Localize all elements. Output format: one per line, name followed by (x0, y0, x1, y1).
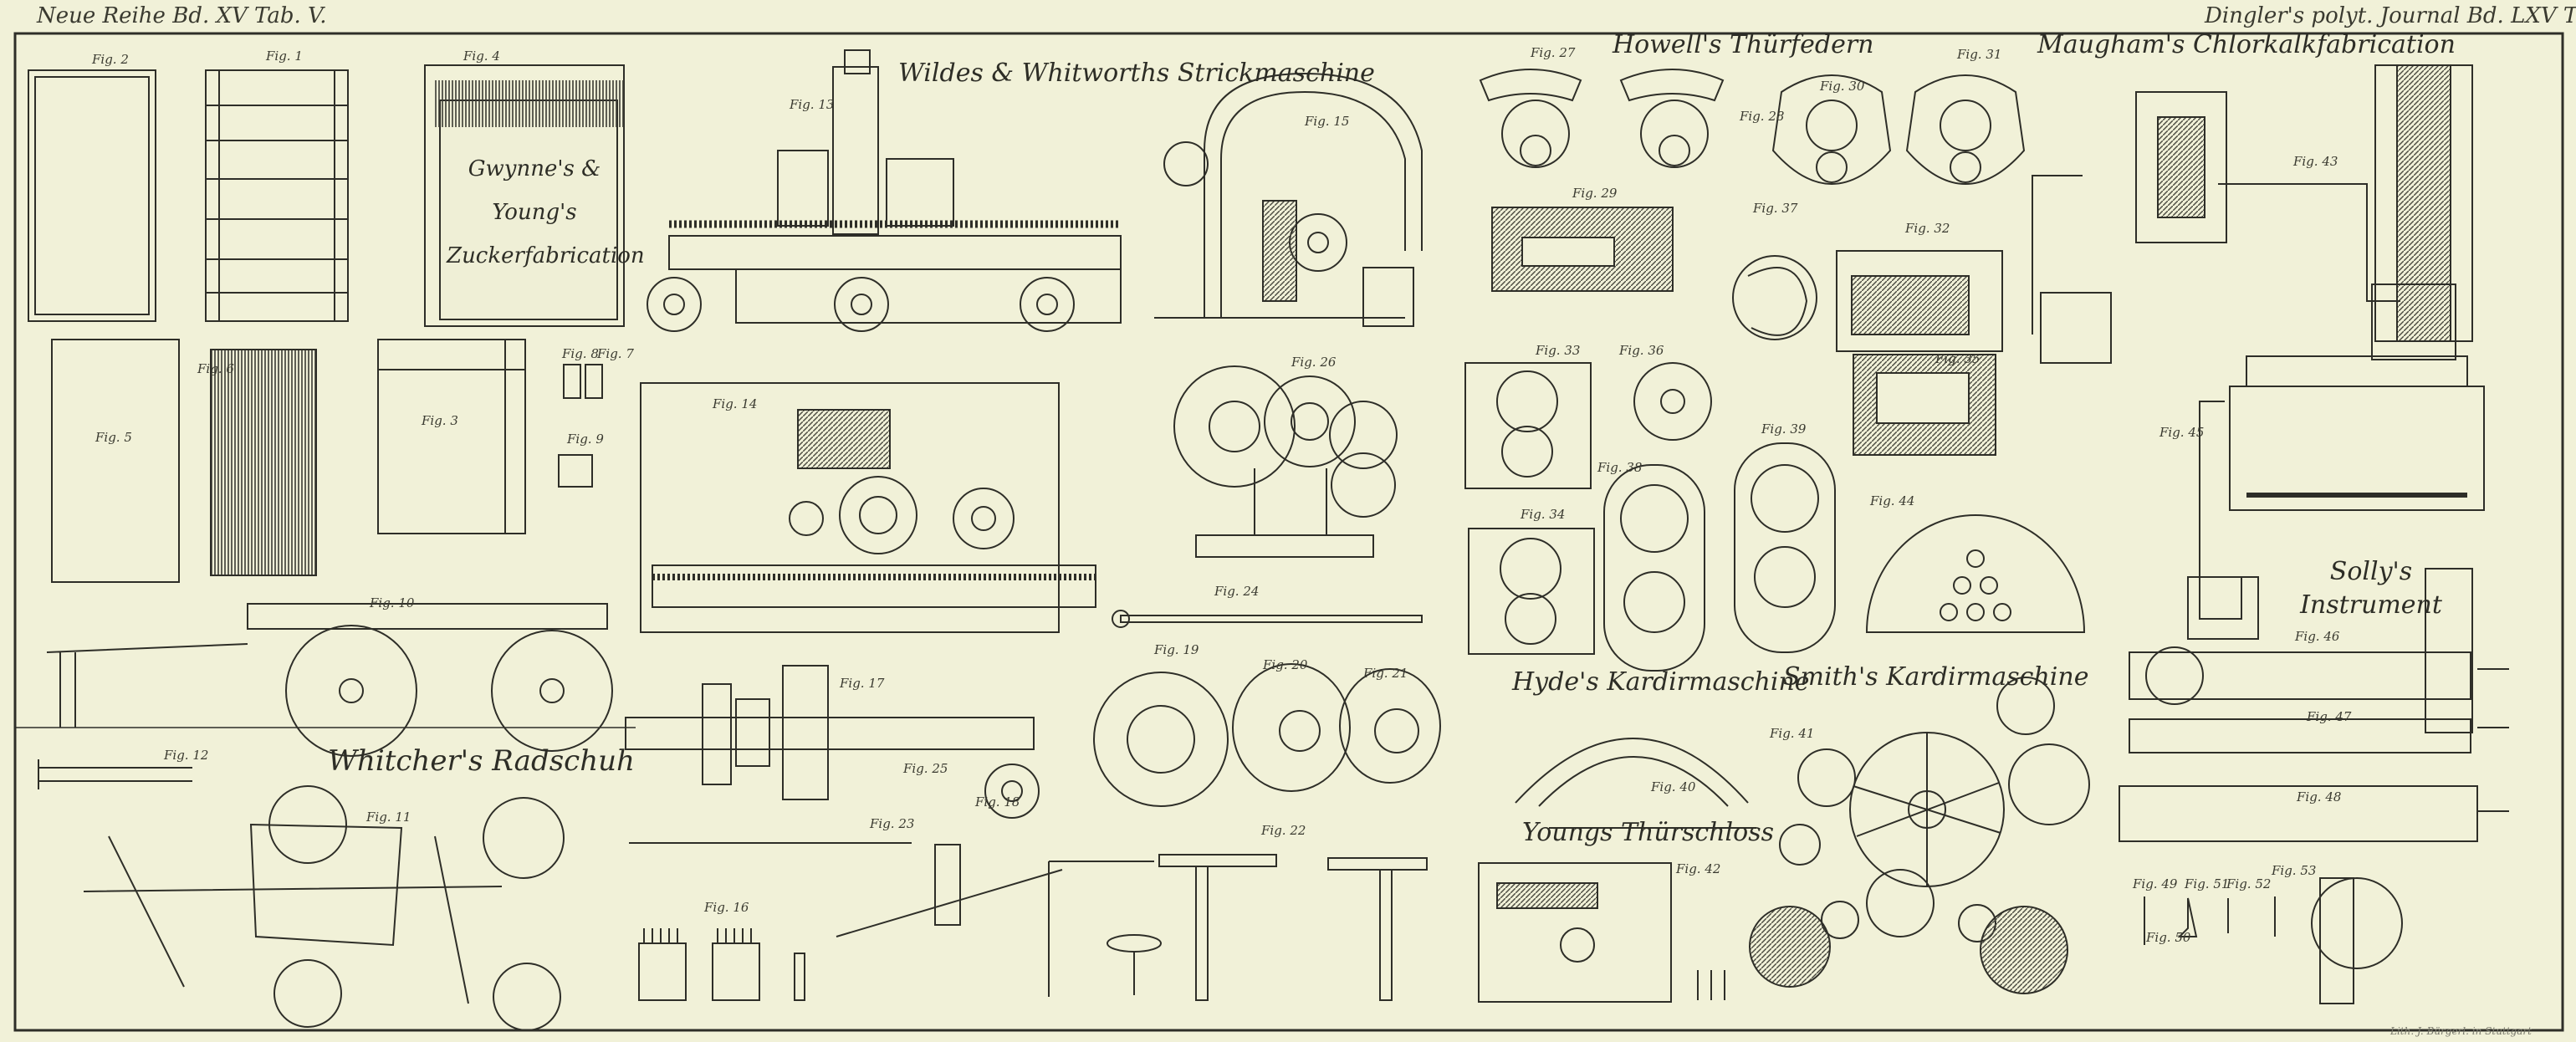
figure-label: Fig. 30 (1820, 79, 1865, 94)
figure-label: Fig. 29 (1572, 186, 1618, 201)
figure-label: Fig. 38 (1597, 460, 1643, 475)
figure-label: Fig. 33 (1536, 343, 1581, 358)
figure-label: Fig. 10 (370, 595, 415, 610)
figure-label: Fig. 26 (1291, 355, 1337, 370)
figure-label: Fig. 50 (2146, 930, 2191, 945)
figure-label: Fig. 18 (975, 794, 1020, 810)
figure-label: Fig. 4 (463, 49, 500, 64)
figure-label: Fig. 24 (1214, 584, 1260, 599)
title-howell: Howell's Thürfedern (1613, 30, 1874, 59)
figure-label: Fig. 8 (562, 346, 599, 361)
figure-label: Fig. 34 (1521, 507, 1566, 522)
figure-label: Fig. 42 (1676, 861, 1721, 876)
figure-label: Fig. 32 (1905, 221, 1950, 236)
figure-label: Fig. 11 (366, 810, 411, 825)
title-youngs: Youngs Thürschloss (1522, 818, 1774, 847)
figure-label: Fig. 3 (422, 413, 458, 428)
title-hyde: Hyde's Kardirmaschine (1512, 667, 1810, 697)
figure-label: Fig. 20 (1263, 657, 1308, 672)
figure-label: Fig. 19 (1154, 642, 1199, 657)
title-gwynne-young: Gwynne's & Young's Zuckerfabrication (447, 156, 645, 268)
plate-header-right: Dingler's polyt. Journal Bd. LXV Tab. V. (2205, 3, 2576, 28)
title-solly: Solly's Instrument (2300, 557, 2442, 620)
figure-label: Fig. 36 (1619, 343, 1664, 358)
plate-header-left: Neue Reihe Bd. XV Tab. V. (37, 3, 327, 28)
figure-label: Fig. 21 (1363, 666, 1408, 681)
figure-label: Fig. 35 (1935, 351, 1981, 366)
figure-label: Fig. 41 (1770, 726, 1815, 741)
figure-label: Fig. 46 (2295, 629, 2340, 644)
figure-label: Fig. 5 (95, 430, 132, 445)
title-whitcher: Whitcher's Radschuh (328, 744, 635, 778)
title-maugham: Maugham's Chlorkalkfabrication (2037, 30, 2456, 59)
figure-label: Fig. 49 (2133, 876, 2178, 891)
figure-label: Fig. 12 (164, 748, 209, 763)
title-smith: Smith's Kardirmaschine (1783, 662, 2089, 692)
figure-label: Fig. 17 (840, 676, 885, 691)
figure-label: Fig. 1 (266, 49, 303, 64)
figure-label: Fig. 45 (2159, 425, 2205, 440)
figure-label: Fig. 44 (1870, 493, 1915, 508)
figure-label: Fig. 6 (197, 361, 234, 376)
figure-label: Fig. 25 (903, 761, 948, 776)
figure-label: Fig. 31 (1957, 47, 2002, 62)
lithographer-imprint: Lith. J. Bürgerl. in Stuttgart (2390, 1025, 2532, 1037)
figure-label: Fig. 2 (92, 52, 129, 67)
figure-label: Fig. 13 (790, 97, 835, 112)
figure-label: Fig. 43 (2293, 154, 2338, 169)
figure-label: Fig. 37 (1753, 201, 1798, 216)
figure-label: Fig. 27 (1531, 45, 1576, 60)
figure-label: Fig. 53 (2272, 863, 2317, 878)
figure-label: Fig. 52 (2226, 876, 2272, 891)
figure-label: Fig. 48 (2297, 789, 2342, 804)
figure-label: Fig. 14 (713, 396, 758, 411)
figure-label: Fig. 22 (1261, 823, 1306, 838)
figure-label: Fig. 9 (567, 432, 604, 447)
figure-label: Fig. 51 (2185, 876, 2230, 891)
title-wildes-whitworth: Wildes & Whitworths Strickmaschine (898, 59, 1375, 88)
figure-label: Fig. 15 (1305, 114, 1350, 129)
figure-label: Fig. 7 (597, 346, 634, 361)
figure-label: Fig. 40 (1651, 779, 1696, 794)
figure-label: Fig. 16 (704, 900, 749, 915)
figure-label: Fig. 28 (1740, 109, 1785, 124)
figure-label: Fig. 39 (1761, 421, 1807, 437)
figure-label: Fig. 47 (2307, 709, 2352, 724)
figure-label: Fig. 23 (870, 816, 915, 831)
